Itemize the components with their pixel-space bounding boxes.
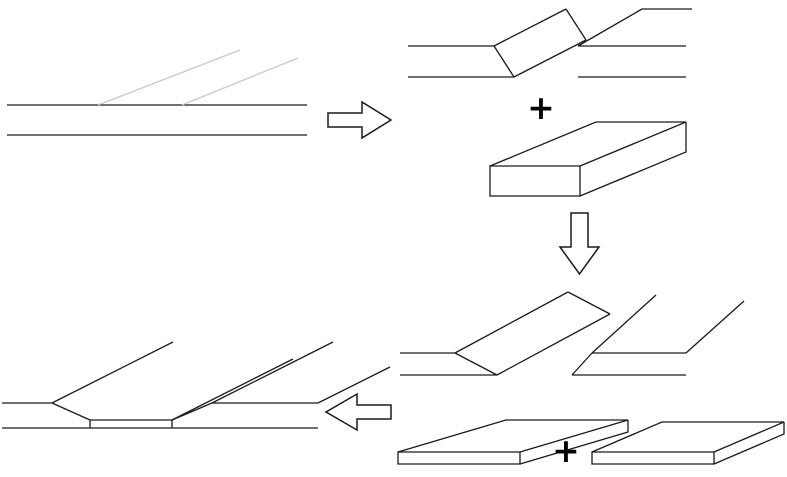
left-arrow-shape xyxy=(324,392,392,432)
right-arrow-shape xyxy=(327,100,393,140)
left-bar-depth-edge-a xyxy=(493,8,567,47)
left-strip-front-face xyxy=(397,451,521,465)
left-piece-depth-edge-b xyxy=(496,313,611,376)
right-piece-depth-edge-b xyxy=(685,300,745,354)
right-strip-side-face xyxy=(713,422,785,465)
strip-depth-edge-right xyxy=(181,57,299,106)
joined-depth-edge-d xyxy=(317,366,391,404)
scarfed-bars-figure xyxy=(400,291,745,376)
right-arrow-icon xyxy=(327,100,393,140)
left-bar-scarf-edge xyxy=(493,45,515,78)
left-strip-side-face xyxy=(519,420,629,465)
block-top-face xyxy=(489,121,687,167)
joined-strip-figure xyxy=(2,341,391,429)
left-strip-top-face xyxy=(397,419,629,453)
left-bar-depth-edge-b xyxy=(513,39,587,78)
right-bar-depth-edge xyxy=(577,8,643,47)
joined-depth-edge-c xyxy=(211,341,334,404)
right-strip-top-face xyxy=(591,421,785,453)
cover-strips-figure xyxy=(397,419,785,465)
insert-block-figure xyxy=(489,121,687,197)
joined-depth-edge-b xyxy=(171,358,294,421)
joined-depth-edge-a xyxy=(51,341,174,404)
down-arrow-shape xyxy=(558,212,601,276)
right-piece-depth-edge-a xyxy=(591,294,657,354)
right-piece-scarf-edge xyxy=(571,352,593,376)
initial-strip-figure xyxy=(7,49,307,136)
right-strip-front-face xyxy=(591,451,715,465)
left-piece-scarf-edge xyxy=(454,352,498,376)
block-side-face xyxy=(579,122,687,197)
left-bar-tip-edge xyxy=(565,8,587,41)
plus-sign-top: + xyxy=(527,88,555,127)
joined-scarf-edge-left xyxy=(51,402,91,421)
strip-depth-edge-left xyxy=(97,49,241,106)
down-arrow-icon xyxy=(558,212,601,276)
plus-sign-bottom: + xyxy=(552,431,580,470)
block-front-face xyxy=(489,165,581,197)
left-piece-depth-edge-a xyxy=(454,291,569,354)
left-piece-tip-edge xyxy=(567,291,611,315)
left-arrow-icon xyxy=(324,392,392,432)
tapered-bars-figure xyxy=(408,8,692,78)
